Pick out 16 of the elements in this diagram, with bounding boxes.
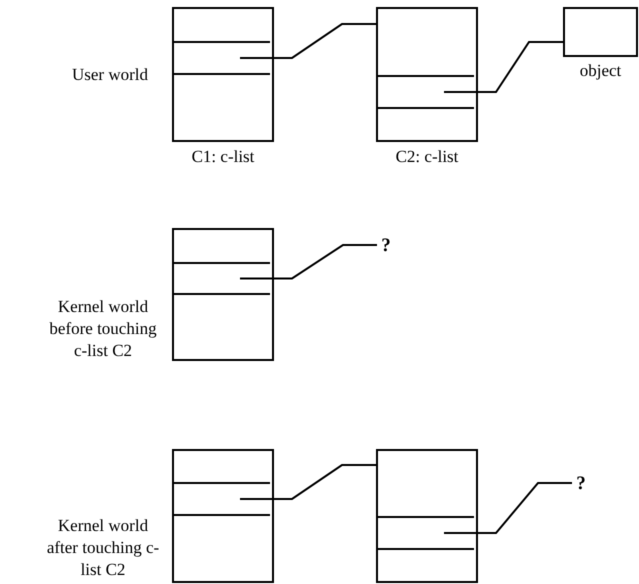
capability-slot bbox=[376, 516, 474, 550]
world-label: Kernel world after touching c-list C2 bbox=[46, 515, 160, 581]
pointer-target-text: ? bbox=[379, 234, 393, 256]
c-list-caption: C2: c-list bbox=[394, 148, 460, 165]
capability-slot bbox=[376, 75, 474, 109]
pointer-target-text: ? bbox=[574, 472, 588, 494]
capability-slot bbox=[172, 262, 270, 295]
capability-slot bbox=[172, 482, 270, 516]
world-label: Kernel world before touching c-list C2 bbox=[48, 296, 158, 362]
c-list-box bbox=[376, 449, 478, 583]
c-list-box bbox=[172, 228, 274, 361]
c-list-box bbox=[172, 449, 274, 583]
capability-slot bbox=[172, 41, 270, 75]
c-list-caption: C1: c-list bbox=[190, 148, 256, 165]
object-label: object bbox=[578, 62, 622, 79]
world-label: User world bbox=[70, 64, 149, 86]
